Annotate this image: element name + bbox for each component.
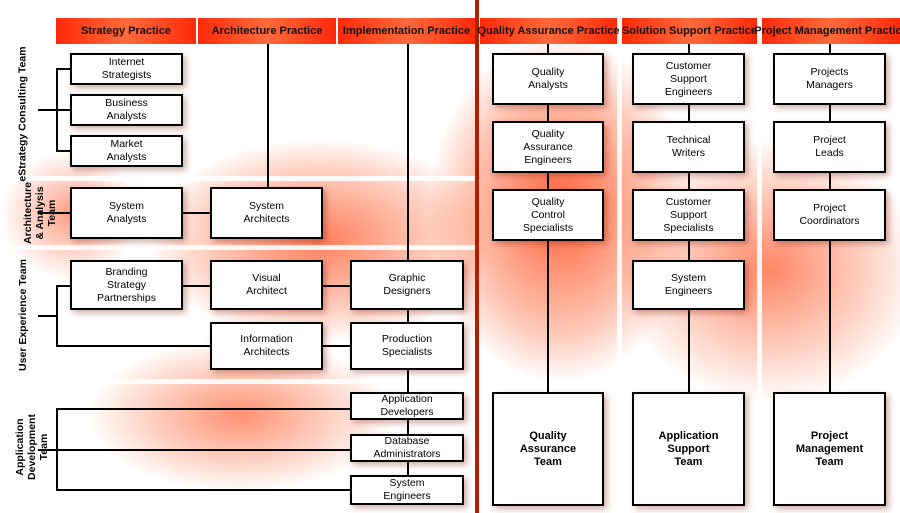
role-internet-strategists: Internet Strategists xyxy=(70,53,183,85)
connector-line xyxy=(38,449,56,451)
role-quality-analysts: Quality Analysts xyxy=(492,53,604,105)
role-application-developers: Application Developers xyxy=(350,392,464,420)
role-branding-strategy-partnerships: Branding Strategy Partnerships xyxy=(70,260,183,310)
header-implementation-practice: Implementation Practice xyxy=(338,18,475,44)
connector-line xyxy=(407,462,409,475)
team-label-appdev: Application Development Team xyxy=(14,413,50,480)
header-strategy-practice: Strategy Practice xyxy=(56,18,196,44)
role-information-architects: Information Architects xyxy=(210,322,323,370)
connector-line xyxy=(183,285,210,287)
header-architecture-practice: Architecture Practice xyxy=(198,18,336,44)
header-project-management-practice: Project Management Practice xyxy=(754,18,900,44)
connector-line xyxy=(56,285,70,287)
connector-line xyxy=(56,345,210,347)
connector-line xyxy=(56,68,70,70)
column-separator xyxy=(617,18,622,513)
connector-line xyxy=(38,109,56,111)
role-visual-architect: Visual Architect xyxy=(210,260,323,310)
connector-line xyxy=(38,212,70,214)
role-database-administrators: Database Administrators xyxy=(350,434,464,462)
connector-line xyxy=(407,420,409,434)
team-separator xyxy=(0,245,475,250)
team-separator xyxy=(0,379,475,384)
header-solution-support-practice: Solution Support Practice xyxy=(622,18,757,44)
connector-line xyxy=(407,370,409,392)
role-projects-managers: Projects Managers xyxy=(773,53,886,105)
header-quality-assurance-practice: Quality Assurance Practice xyxy=(477,18,620,44)
connector-line xyxy=(56,109,70,111)
role-graphic-designers: Graphic Designers xyxy=(350,260,464,310)
connector-line xyxy=(38,315,56,317)
team-box-application-support: Application Support Team xyxy=(632,392,745,506)
role-customer-support-engineers: Customer Support Engineers xyxy=(632,53,745,105)
team-label-estrategy: eStrategy Consulting Team xyxy=(17,46,30,182)
connector-line xyxy=(323,345,350,347)
connector-line xyxy=(183,212,210,214)
role-system-architects: System Architects xyxy=(210,187,323,239)
connector-line xyxy=(407,310,409,322)
background-glow xyxy=(150,140,490,340)
connector-line xyxy=(56,150,70,152)
role-system-analysts: System Analysts xyxy=(70,187,183,239)
role-project-leads: Project Leads xyxy=(773,121,886,173)
role-business-analysts: Business Analysts xyxy=(70,94,183,126)
connector-line xyxy=(56,285,58,347)
team-box-quality-assurance: Quality Assurance Team xyxy=(492,392,604,506)
role-customer-support-specialists: Customer Support Specialists xyxy=(632,189,745,241)
role-quality-control-specialists: Quality Control Specialists xyxy=(492,189,604,241)
role-quality-assurance-engineers: Quality Assurance Engineers xyxy=(492,121,604,173)
connector-line xyxy=(323,285,350,287)
role-production-specialists: Production Specialists xyxy=(350,322,464,370)
connector-line xyxy=(267,44,269,187)
role-technical-writers: Technical Writers xyxy=(632,121,745,173)
role-system-engineers-support: System Engineers xyxy=(632,260,745,310)
practice-divider xyxy=(475,0,479,513)
connector-line xyxy=(56,449,350,451)
team-label-ux: User Experience Team xyxy=(17,258,29,371)
connector-line xyxy=(56,489,350,491)
connector-line xyxy=(407,44,409,260)
connector-line xyxy=(56,408,350,410)
role-market-analysts: Market Analysts xyxy=(70,135,183,167)
team-box-project-management: Project Management Team xyxy=(773,392,886,506)
role-project-coordinators: Project Coordinators xyxy=(773,189,886,241)
column-separator xyxy=(757,18,762,513)
team-separator xyxy=(0,176,475,181)
role-system-engineers-implementation: System Engineers xyxy=(350,475,464,505)
